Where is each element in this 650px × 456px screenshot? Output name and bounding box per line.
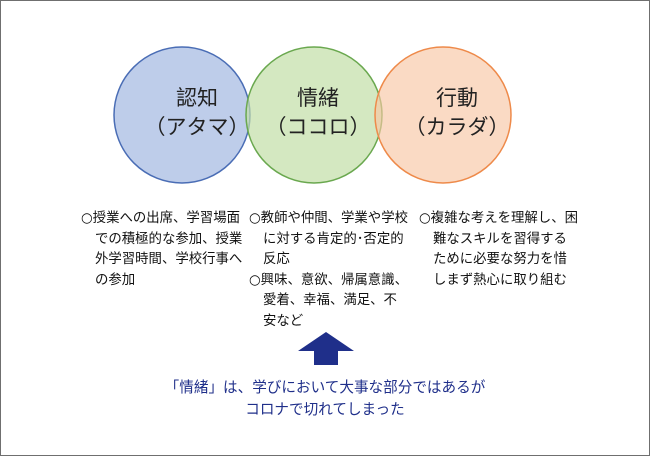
label-kodo-title: 行動 <box>436 86 478 110</box>
label-ninchi-subtitle: （アタマ） <box>145 115 250 139</box>
bottom-note-line1: 「情緒」は、学びにおいて大事な部分ではあるが <box>164 379 486 396</box>
description-ninchi: ○授業への出席、学習場面での積極的な参加、授業外学習時間、学校行事への参加 <box>81 209 247 291</box>
description-item: ○授業への出席、学習場面での積極的な参加、授業外学習時間、学校行事への参加 <box>81 211 243 288</box>
up-arrow-icon <box>298 332 354 365</box>
bottom-note-line2: コロナで切れてしまった <box>245 401 405 418</box>
description-item: ○興味、意欲、帰属意識、愛着、幸福、満足、不安など <box>249 272 408 329</box>
bottom-note: 「情緒」は、学びにおいて大事な部分ではあるが コロナで切れてしまった <box>1 377 649 421</box>
description-item: ○教師や仲間、学業や学校に対する肯定的･否定的反応 <box>249 211 408 268</box>
label-ninchi-title: 認知 <box>176 86 218 110</box>
label-kodo-subtitle: （カラダ） <box>405 115 510 139</box>
label-jocho-title: 情緒 <box>297 86 339 110</box>
label-jocho-subtitle: （ココロ） <box>266 115 371 139</box>
venn-diagram: 認知 （アタマ） 情緒 （ココロ） 行動 （カラダ） <box>113 46 512 184</box>
up-arrow-shape <box>298 332 354 365</box>
circle-kodo <box>374 46 512 184</box>
description-kodo: ○複雑な考えを理解し、困難なスキルを習得するために必要な努力を惜しまず熱心に取り… <box>419 209 579 291</box>
description-jocho: ○教師や仲間、学業や学校に対する肯定的･否定的反応 ○興味、意欲、帰属意識、愛着… <box>249 209 409 333</box>
description-item: ○複雑な考えを理解し、困難なスキルを習得するために必要な努力を惜しまず熱心に取り… <box>419 211 578 288</box>
